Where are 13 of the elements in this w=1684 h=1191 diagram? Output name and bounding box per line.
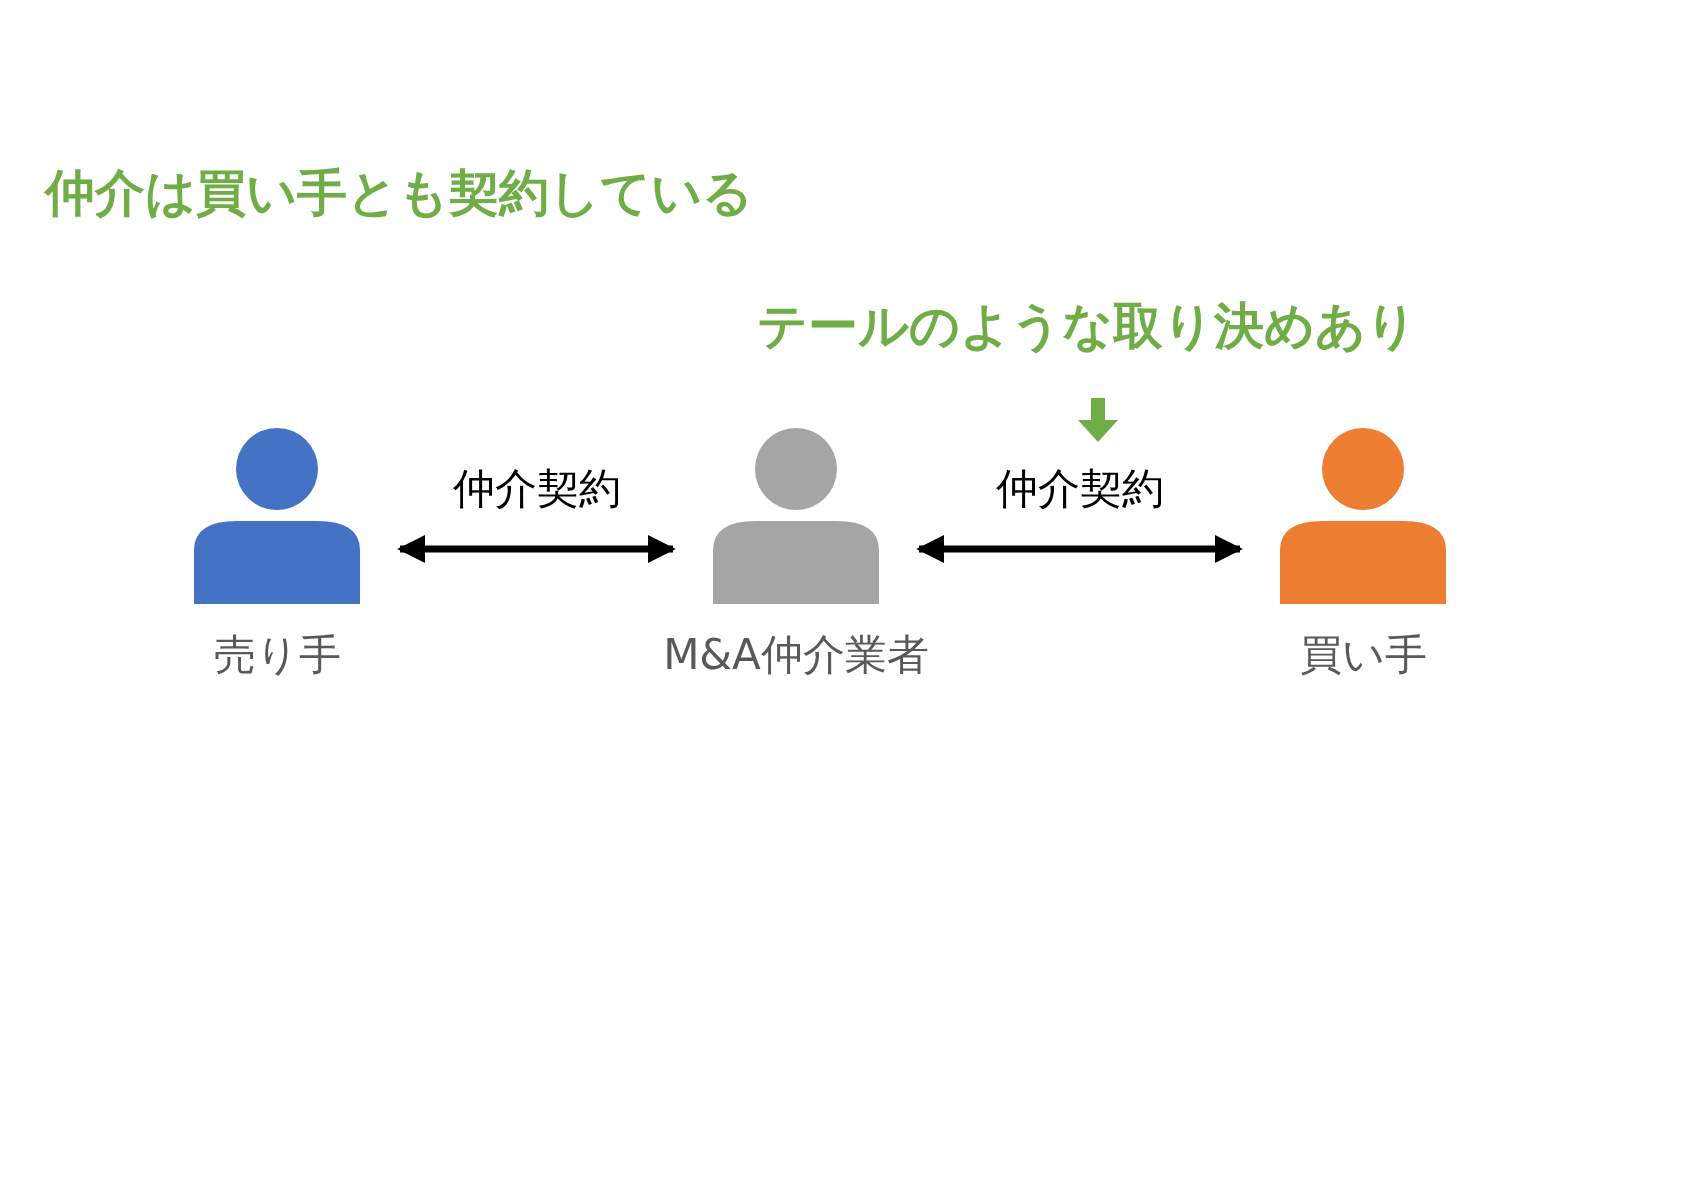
arrow bbox=[397, 535, 676, 563]
heading: 仲介は買い手とも契約している bbox=[45, 163, 753, 224]
person-icon bbox=[1280, 428, 1446, 604]
arrow bbox=[916, 535, 1243, 563]
person-label: 売り手 bbox=[213, 629, 341, 681]
person-label: M&A仲介業者 bbox=[663, 629, 929, 681]
person-icon bbox=[713, 428, 879, 604]
edge-label: 仲介契約 bbox=[452, 463, 621, 515]
edge-label: 仲介契約 bbox=[995, 463, 1164, 515]
note-text: テールのような取り決めあり bbox=[757, 293, 1417, 360]
arrow bbox=[1078, 398, 1118, 442]
person-label: 買い手 bbox=[1299, 629, 1427, 681]
person-icon bbox=[194, 428, 360, 604]
